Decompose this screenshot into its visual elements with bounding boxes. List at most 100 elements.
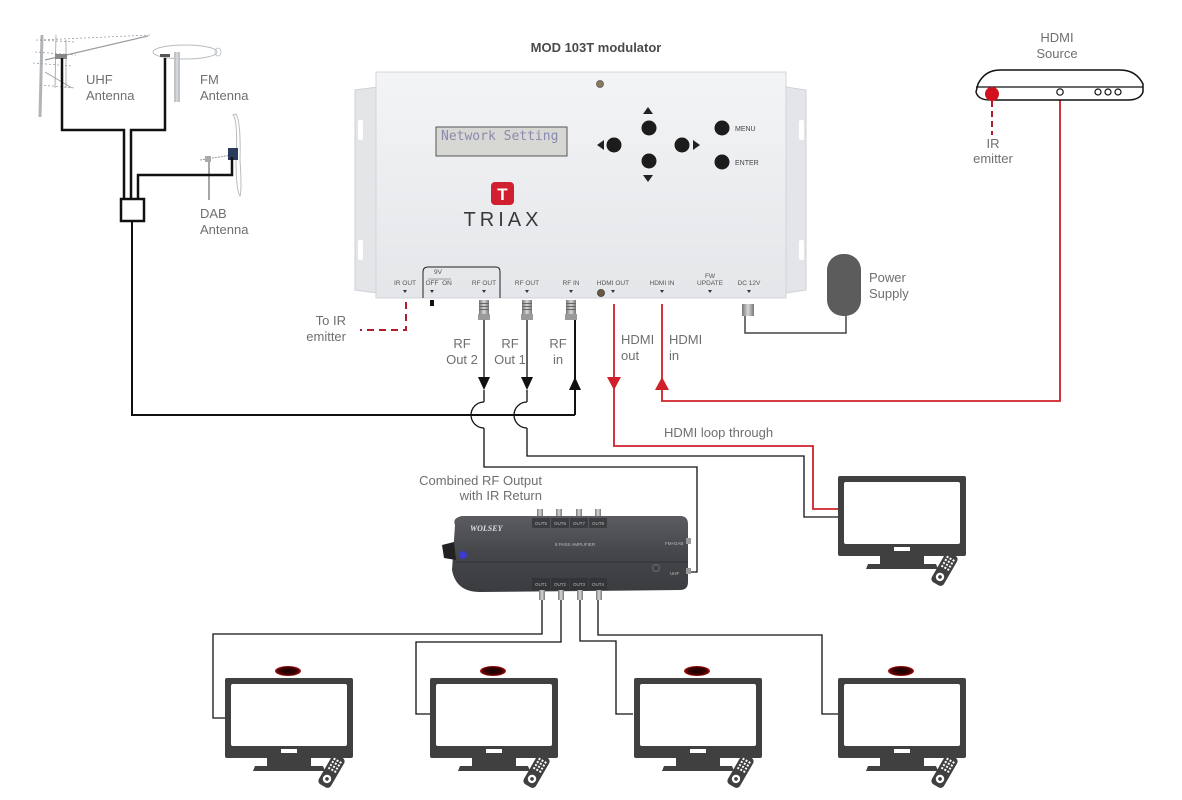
port-label-dc-12v: DC 12V: [738, 280, 761, 287]
amp-port-out2: OUT2: [554, 582, 566, 587]
rf-in-label-line2: in: [553, 352, 563, 367]
port-label-rf-out-1: RF OUT: [515, 280, 539, 287]
amplifier-caption-line2: with IR Return: [459, 488, 542, 503]
port-label-rf-in: RF IN: [563, 280, 580, 287]
tv-3: [634, 666, 762, 790]
ir-receiver-icon: [480, 666, 506, 676]
power-cable: [744, 314, 847, 334]
enter-button[interactable]: ENTER: [714, 154, 759, 170]
rf-in-label-line1: RF: [549, 336, 566, 351]
port-label-9v-on: ON: [442, 280, 452, 287]
lcd-text: Network Setting: [441, 129, 558, 144]
uhf-antenna-label-line1: UHF: [86, 72, 113, 87]
nav-button-left[interactable]: [597, 137, 622, 153]
amp-port-out7: OUT7: [573, 521, 585, 526]
connection-labels: To IR emitter RF Out 2 RF Out 1 RF in HD…: [306, 313, 773, 440]
port-label-ir-out: IR OUT: [394, 280, 416, 287]
rf-in-connector: [565, 300, 577, 320]
tv-4: [838, 666, 966, 790]
modulator-title: MOD 103T modulator: [531, 40, 662, 55]
tv-2: [430, 666, 558, 790]
hdmi-in-label-line2: in: [669, 348, 679, 363]
nav-button-up[interactable]: [641, 107, 657, 136]
modulator-connectors: [430, 300, 754, 320]
port-label-hdmi-out: HDMI OUT: [597, 280, 629, 287]
ir-out-cable: [360, 302, 407, 331]
rf-out-1-cable: [513, 320, 838, 518]
amplifier-caption-line1: Combined RF Output: [419, 473, 542, 488]
to-ir-emitter-label-line2: emitter: [306, 329, 346, 344]
triax-logo: T TRIAX: [464, 182, 538, 231]
uhf-antenna-icon: [32, 34, 151, 118]
lcd-display: Network Setting: [435, 126, 568, 157]
power-supply-label-line1: Power: [869, 270, 907, 285]
amp-port-out5: OUT5: [535, 521, 547, 526]
triax-logo-icon: [491, 182, 514, 205]
hdmi-in-label-line1: HDMI: [669, 332, 702, 347]
remote-icon: [929, 550, 960, 588]
ir-receiver-icon: [684, 666, 710, 676]
nav-button-down[interactable]: [641, 153, 657, 183]
port-label-hdmi-in: HDMI IN: [650, 280, 675, 287]
to-ir-emitter-label-line1: To IR: [316, 313, 346, 328]
antenna-cables: [60, 58, 234, 200]
hdmi-out-label-line1: HDMI: [621, 332, 654, 347]
port-label-rf-out-2: RF OUT: [472, 280, 496, 287]
amplifier-brand: WOLSEY: [470, 524, 504, 533]
remote-icon: [316, 752, 347, 790]
menu-button-label: MENU: [735, 126, 756, 133]
tv-loop: [838, 476, 966, 588]
dab-antenna: DAB Antenna: [199, 113, 249, 237]
dab-antenna-label-line1: DAB: [200, 206, 227, 221]
port-label-fw-line2: UPDATE: [697, 280, 724, 287]
rf-in-arrow-icon: [569, 377, 581, 390]
hdmi-out-label-line2: out: [621, 348, 639, 363]
nav-button-right[interactable]: [674, 137, 701, 153]
hdmi-loop-cable: [613, 304, 838, 510]
arrow-down-icon: [643, 175, 653, 182]
port-labels: IR OUT 9V OFF ON RF OUT RF OUT RF IN HDM…: [394, 266, 761, 298]
rf-out-2-arrow-icon: [478, 377, 490, 390]
amplifier-side-top: FM+DAB: [665, 541, 683, 546]
amplifier-model: 8 PASS AMPLIFIER: [555, 542, 596, 547]
hdmi-source-label-line2: Source: [1036, 46, 1077, 61]
rf-out-2-connector: [478, 300, 490, 320]
amp-port-out1: OUT1: [535, 582, 547, 587]
tv-1: [225, 666, 353, 790]
fm-antenna-icon: [152, 44, 222, 102]
rf-out-1-label-line2: Out 1: [494, 352, 526, 367]
amplifier-output-cables: [212, 600, 838, 719]
power-supply: Power Supply: [827, 254, 909, 316]
ir-receiver-icon: [888, 666, 914, 676]
arrow-up-icon: [643, 107, 653, 114]
menu-button[interactable]: MENU: [714, 120, 756, 136]
ir-emitter-dot-icon: [985, 87, 999, 101]
amplifier: Combined RF Output with IR Return WOLSEY…: [419, 473, 691, 600]
dc-connector: [742, 304, 754, 316]
amp-port-out6: OUT6: [554, 521, 566, 526]
diplexer-box: [119, 197, 146, 223]
ir-emitter-label-line1: IR: [987, 136, 1000, 151]
hdmi-in-arrow-icon: [655, 377, 669, 390]
ir-receiver-icon: [275, 666, 301, 676]
modulator-device: Network Setting MENU ENTER: [354, 71, 807, 299]
dab-antenna-label-line2: Antenna: [200, 222, 249, 237]
hdmi-out-arrow-icon: [607, 377, 621, 390]
fm-antenna-label-line1: FM: [200, 72, 219, 87]
arrow-right-icon: [693, 140, 700, 150]
hdmi-source: HDMI Source IR emitter: [973, 30, 1144, 166]
port-label-9v: 9V: [434, 269, 443, 276]
hdmi-in-cable: [661, 100, 1061, 402]
hdmi-loop-label: HDMI loop through: [664, 425, 773, 440]
remote-icon: [929, 752, 960, 790]
antenna-feed-cable: [131, 221, 575, 416]
amp-port-out4: OUT4: [592, 582, 604, 587]
rf-out-2-label-line2: Out 2: [446, 352, 478, 367]
rf-out-1-label-line1: RF: [501, 336, 518, 351]
ir-emitter-label-line2: emitter: [973, 151, 1013, 166]
uhf-antenna-label-line2: Antenna: [86, 88, 135, 103]
set-top-box-icon: [975, 69, 1144, 101]
remote-icon: [521, 752, 552, 790]
dab-antenna-icon: [199, 113, 242, 200]
